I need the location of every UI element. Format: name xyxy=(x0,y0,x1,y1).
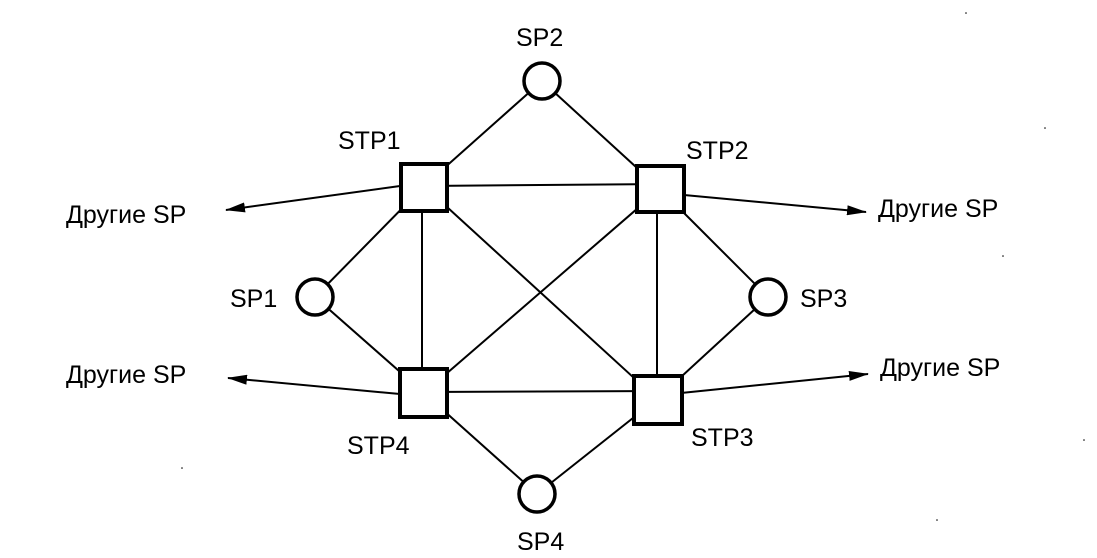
sp3-label: SP3 xyxy=(800,285,847,313)
sp-nodes-layer xyxy=(295,61,788,514)
stp3-node xyxy=(632,374,684,426)
stp2-label: STP2 xyxy=(686,137,749,165)
speck xyxy=(1083,439,1085,441)
stp1-label: STP1 xyxy=(338,127,401,155)
speck xyxy=(181,467,183,469)
labels-layer: STP1 STP2 STP3 STP4 SP2 SP1 SP3 SP4 Друг… xyxy=(66,24,1000,556)
speck xyxy=(1044,127,1046,129)
speck xyxy=(1002,255,1004,257)
stp4-node xyxy=(398,367,449,419)
other-sp-label-stp4: Другие SP xyxy=(66,361,186,389)
sp2-label: SP2 xyxy=(516,24,563,52)
link-stp4-stp3 xyxy=(423,390,658,393)
sp3-node xyxy=(748,277,788,317)
stp2-node xyxy=(635,164,686,214)
arrow-stp3-other-sp xyxy=(680,370,869,394)
scan-specks xyxy=(181,12,1085,521)
stp-nodes-layer xyxy=(398,162,686,426)
links-layer xyxy=(314,80,769,495)
stp1-node xyxy=(399,162,449,213)
link-stp2-stp4 xyxy=(423,188,661,394)
stp4-label: STP4 xyxy=(347,432,410,460)
sp1-node xyxy=(295,277,335,317)
sp4-node xyxy=(517,474,557,514)
external-links-layer xyxy=(225,185,869,395)
other-sp-label-stp2: Другие SP xyxy=(878,195,998,223)
sp1-label: SP1 xyxy=(230,285,277,313)
speck xyxy=(936,519,938,521)
speck xyxy=(965,12,967,14)
arrow-stp4-other-sp xyxy=(227,374,401,395)
arrow-stp1-other-sp xyxy=(225,185,401,213)
link-stp1-stp2 xyxy=(423,183,661,187)
stp3-label: STP3 xyxy=(691,424,754,452)
sp2-node xyxy=(522,61,562,101)
other-sp-label-stp1: Другие SP xyxy=(66,201,186,229)
sp4-label: SP4 xyxy=(517,528,564,556)
arrow-stp2-other-sp xyxy=(683,194,867,216)
other-sp-label-stp3: Другие SP xyxy=(880,354,1000,382)
